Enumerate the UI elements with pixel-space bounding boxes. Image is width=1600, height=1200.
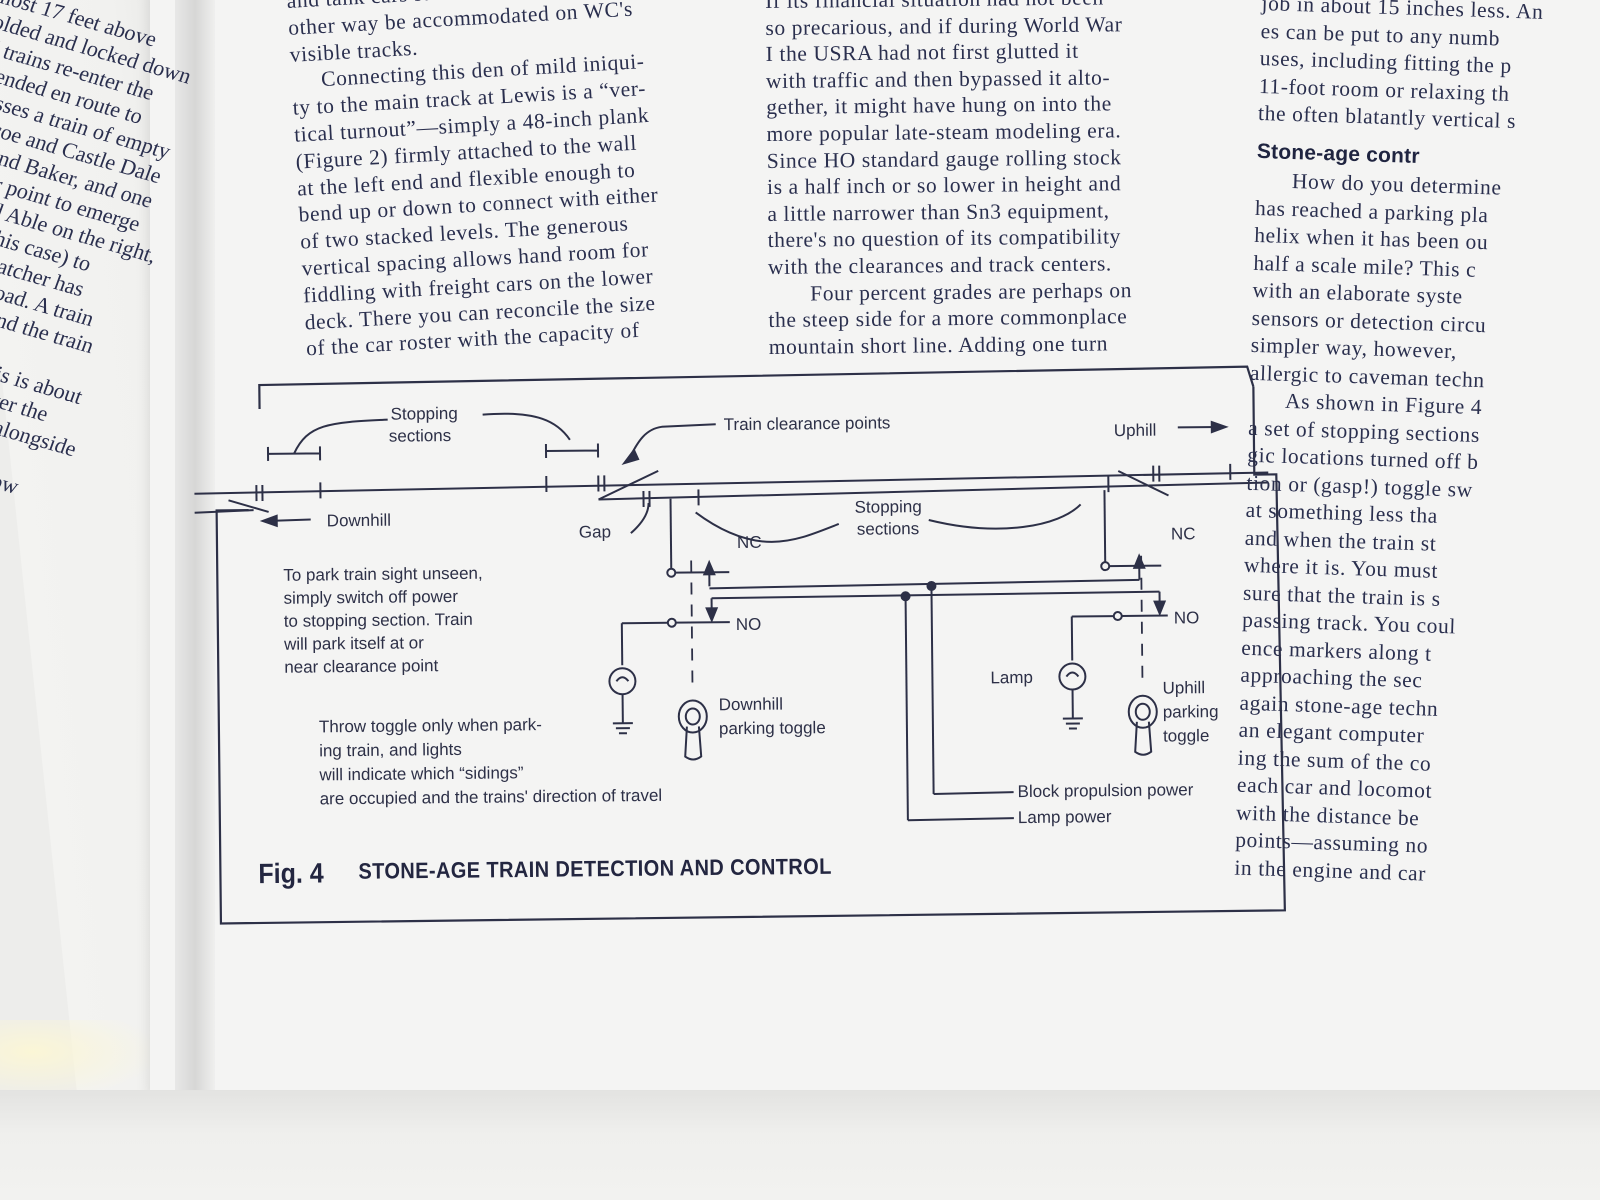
- label-downhill: Downhill: [327, 511, 391, 531]
- note-park-line: to stopping section. Train: [284, 610, 473, 631]
- label-lamp-power: Lamp power: [1018, 807, 1112, 827]
- note-park-line: simply switch off power: [283, 587, 458, 608]
- note-park-line: To park train sight unseen,: [283, 564, 483, 585]
- note-toggle-line: are occupied and the trains' direction o…: [320, 786, 663, 809]
- note-park-line: near clearance point: [284, 656, 439, 677]
- label-stopping-top-2: sections: [389, 426, 452, 446]
- label-uphill-toggle-1: Uphill: [1162, 678, 1205, 697]
- label-nc-left: NC: [737, 533, 762, 552]
- label-lamp: Lamp: [990, 668, 1033, 687]
- label-uphill-toggle-2: parking: [1163, 702, 1219, 722]
- label-block-power: Block propulsion power: [1018, 780, 1194, 801]
- note-toggle-line: ing train, and lights: [319, 740, 462, 760]
- note-throw-toggle: Throw toggle only when park-ing train, a…: [318, 715, 663, 809]
- label-gap: Gap: [579, 522, 611, 541]
- book-gutter: [175, 0, 215, 1090]
- track-gaps: [255, 463, 1232, 508]
- note-park-train: To park train sight unseen,simply switch…: [283, 564, 483, 677]
- label-stopping-mid-1: Stopping: [855, 497, 922, 517]
- main-track-upper: [194, 471, 1269, 495]
- label-no-left: NO: [736, 615, 762, 634]
- table-surface: [0, 1090, 1600, 1200]
- block-power-line: [930, 585, 935, 794]
- note-park-line: will park itself at or: [283, 633, 424, 653]
- turnout-lower-left: [228, 499, 269, 513]
- label-nc-right: NC: [1171, 524, 1196, 543]
- label-stopping-mid-2: sections: [857, 519, 920, 539]
- label-downhill-toggle-2: parking toggle: [719, 718, 826, 738]
- note-toggle-line: Throw toggle only when park-: [319, 715, 542, 736]
- lamp-power-line: [904, 596, 909, 821]
- turnout-right: [1117, 470, 1169, 497]
- wiring-right: [1058, 490, 1168, 756]
- label-uphill: Uphill: [1114, 421, 1157, 440]
- label-train-clearance: Train clearance points: [724, 413, 891, 434]
- label-downhill-toggle-1: Downhill: [719, 695, 783, 715]
- leader-clearance: [629, 423, 716, 458]
- label-no-right: NO: [1174, 608, 1200, 627]
- page-edge-tint: [0, 1020, 160, 1100]
- right-page: [150, 0, 1600, 1090]
- turnout-left: [598, 469, 659, 501]
- wiring-left: [608, 498, 1160, 761]
- figure-frame: [215, 365, 1286, 925]
- leader-gap: [630, 502, 650, 534]
- figure-number: Fig. 4: [258, 857, 324, 889]
- main-track-lower: [194, 509, 254, 514]
- siding-track: [598, 481, 1269, 501]
- label-stopping-top-1: Stopping: [391, 404, 458, 424]
- label-uphill-toggle-3: toggle: [1163, 726, 1210, 745]
- leader-stopping-top: [293, 412, 571, 455]
- note-toggle-line: will indicate which “sidings”: [318, 763, 524, 784]
- figure-title: STONE-AGE TRAIN DETECTION AND CONTROL: [358, 855, 832, 884]
- leader-stopping-mid: [695, 503, 1082, 543]
- stopping-section-bracket-right: [544, 443, 600, 459]
